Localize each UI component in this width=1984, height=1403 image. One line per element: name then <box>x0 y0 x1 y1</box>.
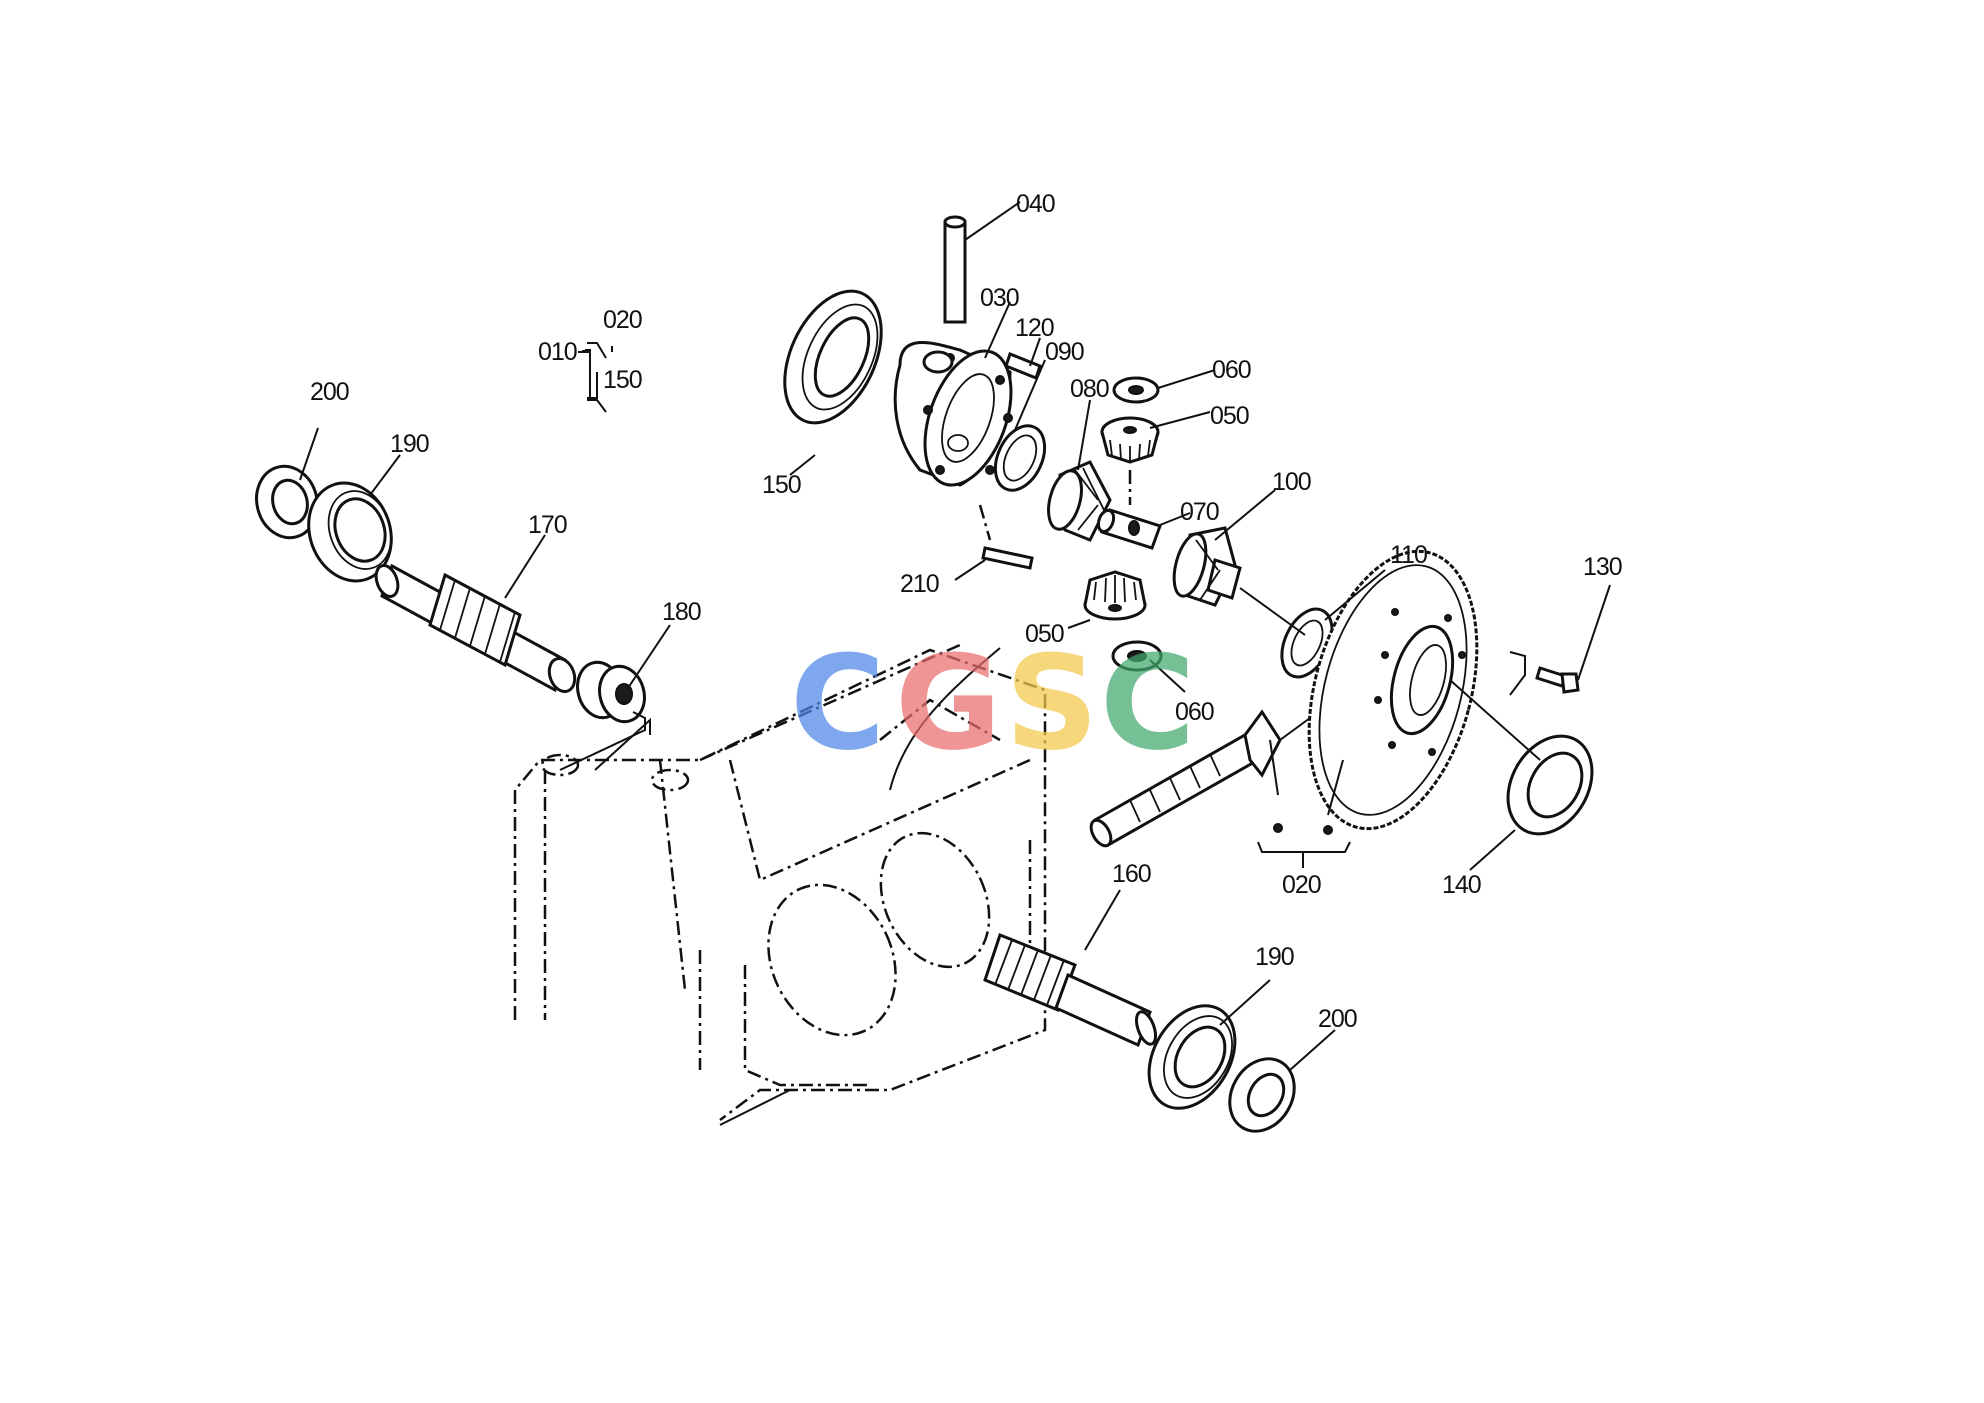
leader-lines <box>299 201 1611 1071</box>
label-170: 170 <box>528 511 567 539</box>
label-210: 210 <box>900 570 939 598</box>
thrust-washer-110 <box>1280 607 1334 679</box>
bearing-seal-200-left <box>255 464 319 540</box>
label-200-left: 200 <box>310 378 349 406</box>
pinion-gear-050-top <box>1100 416 1160 464</box>
watermark-letter-2: G <box>895 627 1002 779</box>
label-090: 090 <box>1045 338 1084 366</box>
label-020-group: 020 <box>603 306 642 334</box>
label-130: 130 <box>1583 553 1622 581</box>
ball-bearing-190-left <box>307 481 393 583</box>
bearing-140 <box>1506 734 1594 836</box>
label-060-top: 060 <box>1212 356 1251 384</box>
pin-210 <box>981 546 1034 570</box>
label-070: 070 <box>1180 498 1219 526</box>
pin-040 <box>943 215 967 324</box>
label-110: 110 <box>1390 541 1427 569</box>
label-180: 180 <box>662 598 701 626</box>
shaft-170 <box>374 563 577 693</box>
label-120: 120 <box>1015 314 1054 342</box>
bevel-pinion-shaft <box>1089 709 1282 848</box>
watermark-logo: C G S C <box>790 627 1195 779</box>
pin-120 <box>1004 352 1042 380</box>
bearing-150 <box>783 289 883 425</box>
differential-case-030 <box>893 341 1013 541</box>
watermark-letter-1: C <box>790 627 885 779</box>
label-140: 140 <box>1442 871 1481 899</box>
pinion-shaft-070 <box>1096 470 1162 550</box>
label-050-bottom: 050 <box>1025 620 1064 648</box>
watermark-letter-3: S <box>1005 627 1099 779</box>
label-010: 010 <box>538 338 577 366</box>
label-190-left: 190 <box>390 430 429 458</box>
label-160: 160 <box>1112 860 1151 888</box>
ring-gear <box>1307 549 1479 831</box>
label-150: 150 <box>762 471 801 499</box>
side-gear-100 <box>1172 526 1242 607</box>
bolt-130 <box>1509 651 1580 696</box>
label-190-right: 190 <box>1255 943 1294 971</box>
thrust-washer-090 <box>993 424 1047 492</box>
transmission-case <box>513 643 1047 1126</box>
watermark-letter-4: C <box>1100 627 1195 779</box>
pinion-gear-050-bottom <box>1083 570 1147 621</box>
label-040: 040 <box>1016 190 1055 218</box>
label-100: 100 <box>1272 468 1311 496</box>
bearing-seal-200-right <box>1228 1057 1296 1133</box>
label-050-top: 050 <box>1210 402 1249 430</box>
washer-060-bottom <box>1111 640 1163 672</box>
label-200-right: 200 <box>1318 1005 1357 1033</box>
label-060-bottom: 060 <box>1175 698 1214 726</box>
label-080: 080 <box>1070 375 1109 403</box>
label-150-group: 150 <box>603 366 642 394</box>
label-030: 030 <box>980 284 1019 312</box>
label-020: 020 <box>1282 871 1321 899</box>
washer-060-top <box>1112 376 1160 404</box>
part-labels: 010 020 150 040 030 120 090 080 060 050 … <box>310 190 1623 1033</box>
ball-bearing-190-right <box>1147 1004 1237 1110</box>
shaft-160 <box>983 933 1158 1048</box>
